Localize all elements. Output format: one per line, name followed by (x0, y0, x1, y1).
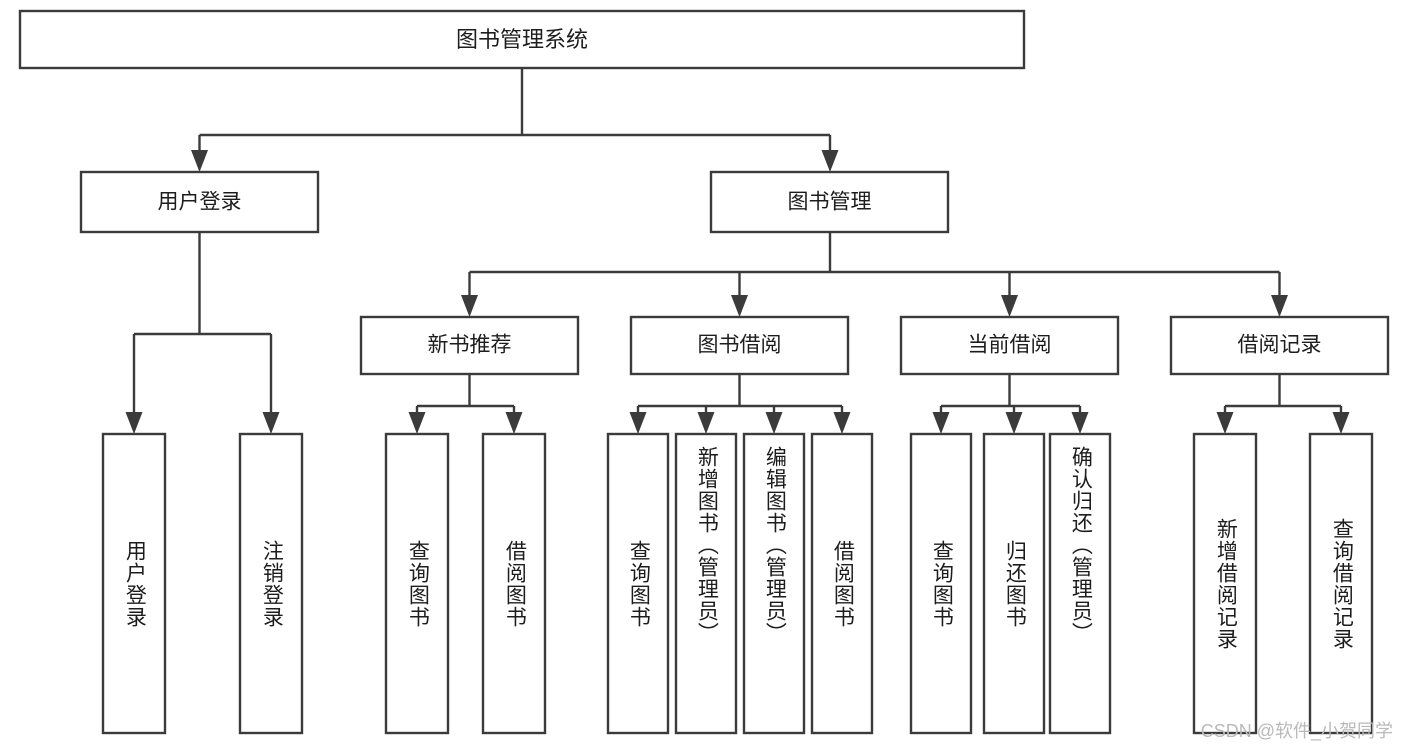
arrowhead-leaf-logout (262, 412, 280, 434)
arrowhead-leaf-return-book (1005, 412, 1023, 434)
node-leaf-logout-box[interactable] (238, 432, 304, 735)
node-leaf-query-borrow-record-box[interactable] (1308, 432, 1374, 735)
node-new-book-recommend-box[interactable] (359, 315, 580, 376)
node-current-borrow-box[interactable] (899, 315, 1120, 376)
arrowhead-current-borrow (1001, 295, 1018, 317)
arrowhead-leaf-query-book-current (932, 412, 950, 434)
node-user-login-box[interactable] (79, 170, 320, 234)
arrowhead-leaf-add-borrow-record (1216, 412, 1234, 434)
arrowhead-book-borrow (731, 295, 748, 317)
node-root-label: 图书管理系统 (456, 27, 588, 52)
arrowhead-leaf-query-book-rec (408, 412, 426, 434)
node-leaf-query-book-rec-box[interactable] (384, 432, 450, 735)
node-leaf-return-book-box[interactable] (982, 432, 1046, 735)
arrowhead-leaf-user-login (125, 412, 143, 434)
node-leaf-confirm-return-admin-box[interactable] (1048, 432, 1112, 735)
arrowhead-book-manage (821, 150, 839, 172)
node-new-book-recommend-label: 新书推荐 (428, 334, 512, 357)
node-book-manage-label: 图书管理 (788, 191, 872, 214)
node-book-manage-box[interactable] (709, 170, 950, 234)
node-borrow-record-box[interactable] (1169, 315, 1390, 376)
arrowhead-user-login (191, 150, 208, 172)
arrowhead-borrow-record (1271, 295, 1288, 317)
node-book-borrow-label: 图书借阅 (698, 334, 782, 357)
arrowhead-leaf-borrow-book-rec (505, 412, 523, 434)
node-leaf-add-borrow-record-box[interactable] (1192, 432, 1258, 735)
arrowhead-leaf-borrow-book (833, 412, 851, 434)
node-leaf-user-login-box[interactable] (101, 432, 167, 735)
arrowhead-new-book-recommend (461, 295, 478, 317)
node-user-login-label: 用户登录 (158, 191, 242, 214)
node-current-borrow-label: 当前借阅 (968, 334, 1052, 357)
node-leaf-edit-book-admin-box[interactable] (742, 432, 806, 735)
arrowhead-leaf-confirm-return-admin (1071, 412, 1089, 434)
node-leaf-borrow-book-rec-box[interactable] (481, 432, 547, 735)
arrowhead-leaf-query-borrow-record (1332, 412, 1350, 434)
node-borrow-record-label: 借阅记录 (1238, 334, 1322, 357)
node-book-borrow-box[interactable] (629, 315, 850, 376)
node-leaf-query-book-borrow-box[interactable] (606, 432, 670, 735)
arrowhead-leaf-add-book-admin (697, 412, 715, 434)
arrowhead-leaf-query-book-borrow (629, 412, 647, 434)
connector-layer (125, 68, 1350, 434)
node-layer: 图书管理系统 用户登录 图书管理 新书推荐 图书借阅 当前借阅 借阅记录 (18, 9, 1390, 735)
node-root-box[interactable] (18, 9, 1026, 70)
csdn-watermark: CSDN @软件_小贺同学 (1200, 721, 1393, 741)
node-leaf-add-book-admin-box[interactable] (674, 432, 738, 735)
node-leaf-query-book-current-box[interactable] (909, 432, 973, 735)
node-leaf-borrow-book-box[interactable] (810, 432, 874, 735)
arrowhead-leaf-edit-book-admin (765, 412, 783, 434)
